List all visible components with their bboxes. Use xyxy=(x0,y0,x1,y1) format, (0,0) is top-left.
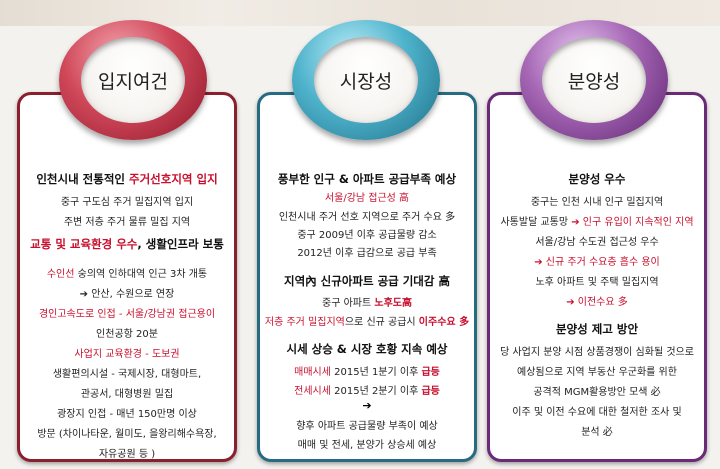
sales-card: 분양성 우수 중구는 인천 시내 인구 밀집지역 사통발달 교통망 ➔ 인구 유… xyxy=(487,92,707,462)
card-line: 분양성 제고 방안 xyxy=(555,322,639,336)
card-line: 인천시내 전통적인 주거선호지역 입지 xyxy=(36,172,218,186)
card-line: 풍부한 인구 & 아파트 공급부족 예상 xyxy=(277,172,457,186)
card-line: 향후 아파트 공급물량 부족이 예상 xyxy=(296,421,438,432)
card-line: 생활편의시설 - 국제시장, 대형마트, xyxy=(52,369,202,380)
sales-ring: 분양성 xyxy=(520,20,668,140)
card-line: 서울/강남 수도권 접근성 우수 xyxy=(535,237,659,248)
card-line: 지역內 신규아파트 공급 기대감 高 xyxy=(284,274,450,288)
card-line: ➔ 신규 주거 수요층 흡수 용이 xyxy=(534,257,660,268)
market-card: 풍부한 인구 & 아파트 공급부족 예상 서울/강남 접근성 高 인천시내 주거… xyxy=(257,92,477,462)
card-line: 교통 및 교육환경 우수, 생활인프라 보통 xyxy=(30,237,224,251)
arrow-icon: ➔ xyxy=(362,399,372,412)
card-line: 방문 (차이나타운, 월미도, 을왕리해수욕장, xyxy=(37,429,217,440)
card-line: 분양성 우수 xyxy=(568,172,626,186)
card-line: 중구 2009년 이후 공급물량 감소 xyxy=(297,230,437,241)
card-line: 예상됨으로 지역 부동산 우군화를 위한 xyxy=(517,367,677,378)
card-line: 주변 저층 주거 물류 밀집 지역 xyxy=(63,217,191,228)
card-line: 관공서, 대형병원 밀집 xyxy=(80,389,174,400)
card-line: 중구 구도심 주거 밀집지역 입지 xyxy=(60,197,194,208)
card-line: 사통발달 교통망 ➔ 인구 유입이 지속적인 지역 xyxy=(500,217,694,228)
card-line: ➔ 이전수요 多 xyxy=(566,297,628,308)
card-line: 저층 주거 밀집지역으로 신규 공급시 이주수요 多 xyxy=(264,317,470,328)
card-line: 2012년 이후 급감으로 공급 부족 xyxy=(297,248,437,259)
card-line: 사업지 교육환경 - 도보권 xyxy=(74,349,180,360)
market-ring: 시장성 xyxy=(292,20,440,140)
card-line: 당 사업지 분양 시점 상품경쟁이 심화될 것으로 xyxy=(500,347,694,358)
location-card: 인천시내 전통적인 주거선호지역 입지 중구 구도심 주거 밀집지역 입지 주변… xyxy=(17,92,237,462)
card-line: ➔ 안산, 수원으로 연장 xyxy=(79,289,175,300)
card-line: 자유공원 등 ) xyxy=(98,449,156,460)
location-ring: 입지여건 xyxy=(59,20,207,140)
card-line: 인천공항 20분 xyxy=(96,329,158,340)
card-line: 매매시세 2015년 1분기 이후 급등 xyxy=(294,367,440,378)
card-line: 이주 및 이전 수요에 대한 철저한 조사 및 xyxy=(512,407,682,418)
card-line: 시세 상승 & 시장 호황 지속 예상 xyxy=(286,342,448,356)
card-line: 전세시세 2015년 2분기 이후 급등 xyxy=(294,386,440,397)
market-title: 시장성 xyxy=(314,37,418,123)
card-line: 중구는 인천 시내 인구 밀집지역 xyxy=(530,197,664,208)
location-title: 입지여건 xyxy=(81,37,185,123)
card-line: 공격적 MGM활용방안 모색 必 xyxy=(533,387,661,398)
card-line: 서울/강남 접근성 高 xyxy=(324,193,410,204)
card-line: 광장지 인접 - 매년 150만명 이상 xyxy=(57,409,197,420)
card-line: 경인고속도로 인접 - 서울/강남권 접근용이 xyxy=(38,309,216,320)
card-line: 매매 및 전세, 분양가 상승세 예상 xyxy=(297,440,437,451)
card-line: 인천시내 주거 선호 지역으로 주거 수요 多 xyxy=(278,212,456,223)
card-line: 노후 아파트 및 주택 밀집지역 xyxy=(535,277,659,288)
sales-title: 분양성 xyxy=(542,37,646,123)
card-line: 수인선 숭의역 인하대역 인근 3차 개통 xyxy=(46,269,208,280)
card-line: 중구 아파트 노후도高 xyxy=(322,298,412,309)
card-line: 분석 必 xyxy=(581,427,613,438)
